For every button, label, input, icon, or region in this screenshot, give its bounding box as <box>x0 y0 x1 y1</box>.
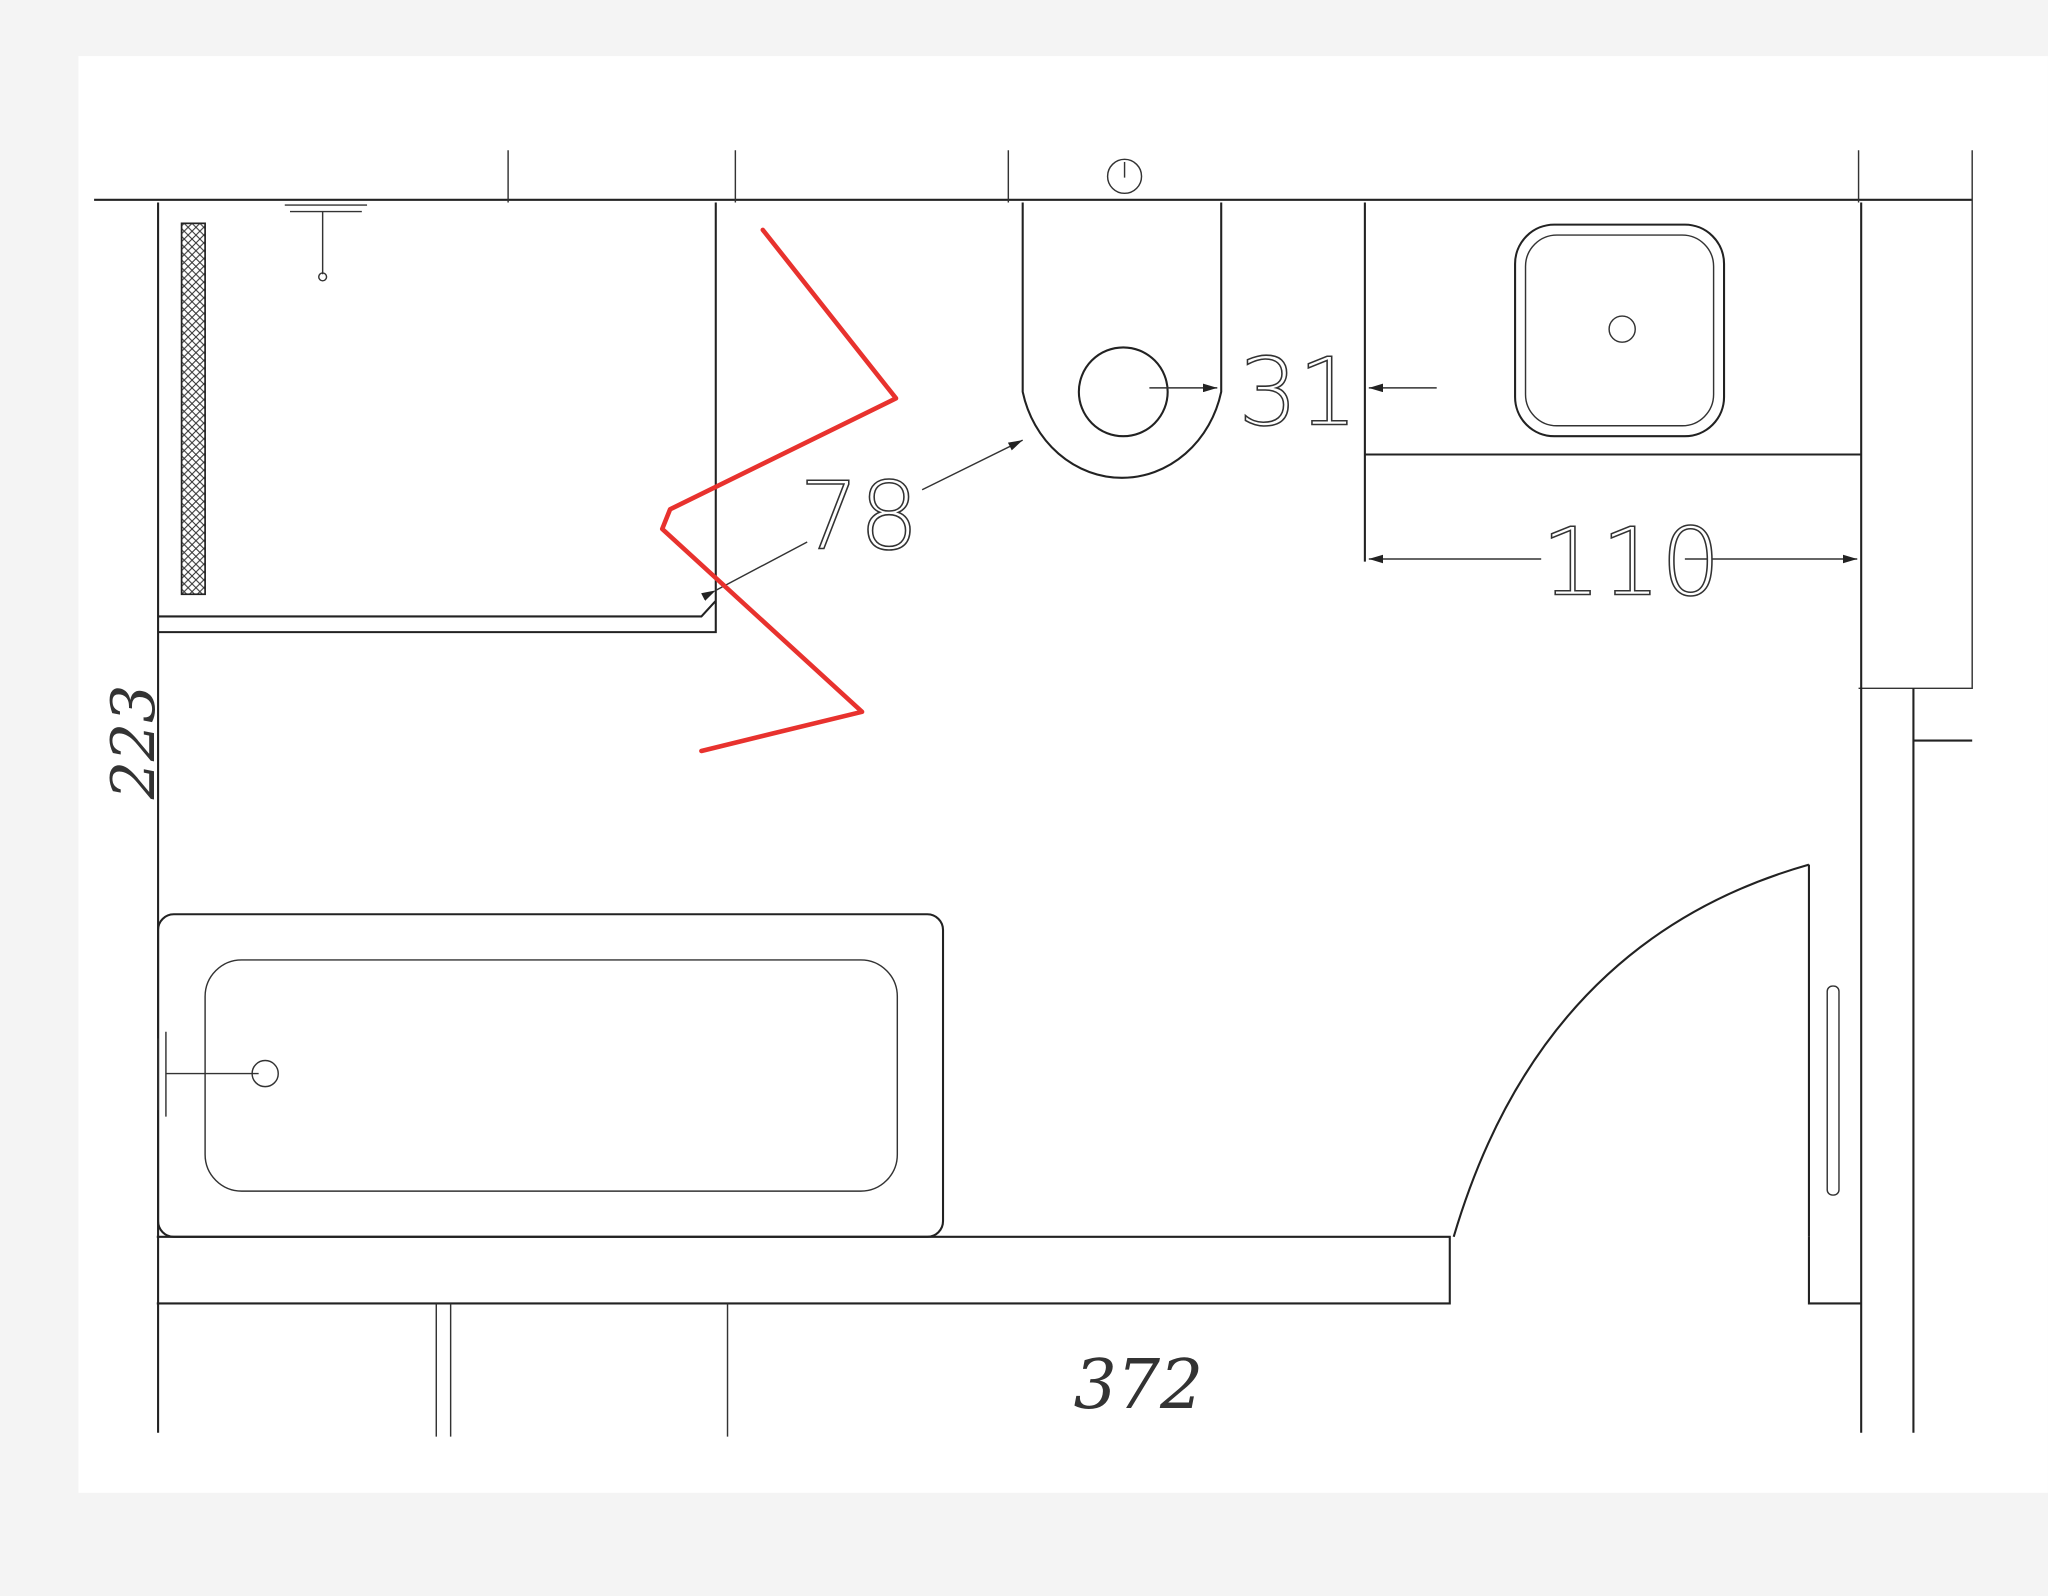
room-width-label: 372 <box>1074 1346 1204 1425</box>
paper <box>78 56 2048 1493</box>
shower <box>158 202 717 634</box>
door <box>1452 863 1840 1238</box>
room-depth-label: 223 <box>99 685 169 801</box>
vanity <box>1363 202 1862 562</box>
walls <box>94 150 1973 1437</box>
bathtub <box>157 913 945 1238</box>
dimension-31: 31 <box>1238 338 1358 447</box>
dimension-lines <box>701 383 1858 601</box>
red-zigzag-annotation <box>659 227 899 754</box>
toilet <box>1021 202 1223 479</box>
dimension-78: 78 <box>799 463 919 572</box>
dimension-110: 110 <box>1541 508 1720 617</box>
